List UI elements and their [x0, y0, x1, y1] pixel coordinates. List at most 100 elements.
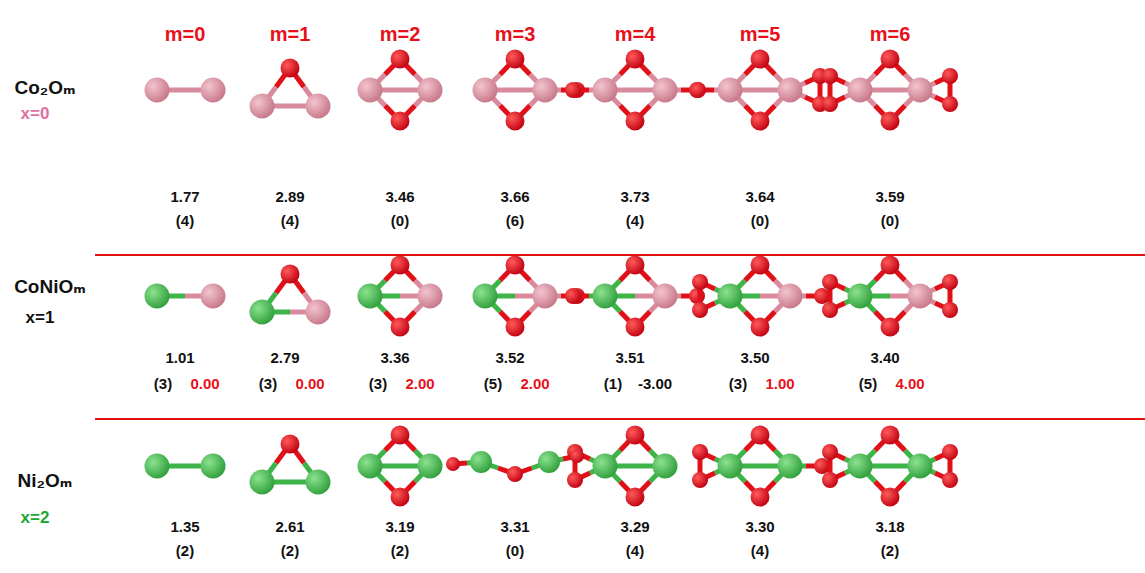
cobalt-atom — [201, 78, 226, 103]
cobalt-atom — [306, 94, 331, 119]
energy-value: 2.61 — [275, 519, 304, 536]
spin-multiplicity: (3) — [259, 376, 277, 393]
oxygen-atom — [626, 318, 645, 337]
cobalt-atom — [848, 78, 873, 103]
oxygen-atom — [751, 50, 770, 69]
nickel-atom — [145, 284, 170, 309]
column-header: m=1 — [270, 23, 311, 45]
cobalt-atom — [473, 78, 498, 103]
energy-value: 3.51 — [615, 350, 644, 367]
nickel-atom — [473, 284, 498, 309]
energy-value: 0.00 — [190, 376, 219, 393]
cobalt-atom — [778, 284, 803, 309]
row-index: x=1 — [26, 309, 55, 328]
energy-value: 1.77 — [170, 189, 199, 206]
row-formula: Co₂Oₘ — [14, 78, 75, 99]
oxygen-atom — [692, 274, 708, 290]
spin-multiplicity: (1) — [604, 376, 622, 393]
oxygen-atom — [689, 288, 705, 304]
oxygen-atom — [881, 112, 900, 131]
oxygen-atom — [822, 444, 838, 460]
energy-value: 4.00 — [895, 376, 924, 393]
spin-multiplicity: (4) — [751, 543, 769, 560]
oxygen-atom — [822, 68, 838, 84]
energy-value: -3.00 — [638, 376, 672, 393]
cobalt-atom — [201, 284, 226, 309]
row-formula: CoNiOₘ — [14, 277, 86, 298]
nickel-atom — [908, 454, 933, 479]
oxygen-atom — [626, 426, 645, 445]
energy-value: 2.89 — [275, 189, 304, 206]
nickel-atom — [306, 470, 331, 495]
oxygen-atom — [565, 288, 581, 304]
nickel-atom — [145, 454, 170, 479]
oxygen-atom — [506, 112, 525, 131]
energy-value: 0.00 — [295, 376, 324, 393]
spin-multiplicity: (3) — [729, 376, 747, 393]
nickel-atom — [848, 454, 873, 479]
energy-value: 3.19 — [385, 519, 414, 536]
nickel-atom — [718, 284, 743, 309]
cobalt-atom — [778, 78, 803, 103]
nickel-atom — [593, 454, 618, 479]
spin-multiplicity: (0) — [506, 543, 524, 560]
nickel-atom — [418, 454, 443, 479]
cobalt-atom — [418, 284, 443, 309]
cobalt-atom — [653, 78, 678, 103]
oxygen-atom — [281, 59, 300, 78]
cobalt-atom — [533, 284, 558, 309]
oxygen-atom — [506, 318, 525, 337]
oxygen-atom — [626, 50, 645, 69]
nickel-atom — [201, 454, 226, 479]
oxygen-atom — [881, 318, 900, 337]
cobalt-atom — [908, 78, 933, 103]
oxygen-atom — [446, 457, 460, 471]
energy-value: 1.01 — [165, 350, 194, 367]
energy-value: 3.31 — [500, 519, 529, 536]
cobalt-atom — [908, 284, 933, 309]
oxygen-atom — [822, 96, 838, 112]
oxygen-atom — [391, 488, 410, 507]
cobalt-atom — [250, 94, 275, 119]
oxygen-atom — [881, 50, 900, 69]
nickel-atom — [250, 470, 275, 495]
oxygen-atom — [626, 112, 645, 131]
oxygen-atom — [942, 96, 958, 112]
oxygen-atom — [751, 488, 770, 507]
cobalt-atom — [306, 300, 331, 325]
row-divider — [95, 418, 1145, 420]
oxygen-atom — [881, 256, 900, 275]
nickel-atom — [358, 454, 383, 479]
oxygen-atom — [281, 435, 300, 454]
cobalt-atom — [418, 78, 443, 103]
cobalt-atom — [145, 78, 170, 103]
oxygen-atom — [751, 318, 770, 337]
oxygen-atom — [751, 426, 770, 445]
oxygen-atom — [626, 488, 645, 507]
column-header: m=3 — [495, 23, 536, 45]
nickel-atom — [538, 451, 560, 473]
oxygen-atom — [391, 318, 410, 337]
oxygen-atom — [506, 50, 525, 69]
spin-multiplicity: (0) — [391, 213, 409, 230]
oxygen-atom — [692, 472, 708, 488]
energy-value: 1.35 — [170, 519, 199, 536]
spin-multiplicity: (4) — [626, 543, 644, 560]
column-header: m=6 — [870, 23, 911, 45]
oxygen-atom — [506, 256, 525, 275]
oxygen-atom — [391, 426, 410, 445]
spin-multiplicity: (5) — [859, 376, 877, 393]
cobalt-atom — [718, 78, 743, 103]
cobalt-atom — [358, 78, 383, 103]
spin-multiplicity: (6) — [506, 213, 524, 230]
oxygen-atom — [281, 265, 300, 284]
energy-value: 3.29 — [620, 519, 649, 536]
spin-multiplicity: (4) — [281, 213, 299, 230]
energy-value: 3.36 — [380, 350, 409, 367]
oxygen-atom — [751, 256, 770, 275]
spin-multiplicity: (4) — [176, 213, 194, 230]
spin-multiplicity: (3) — [369, 376, 387, 393]
oxygen-atom — [881, 488, 900, 507]
column-header: m=0 — [165, 23, 206, 45]
